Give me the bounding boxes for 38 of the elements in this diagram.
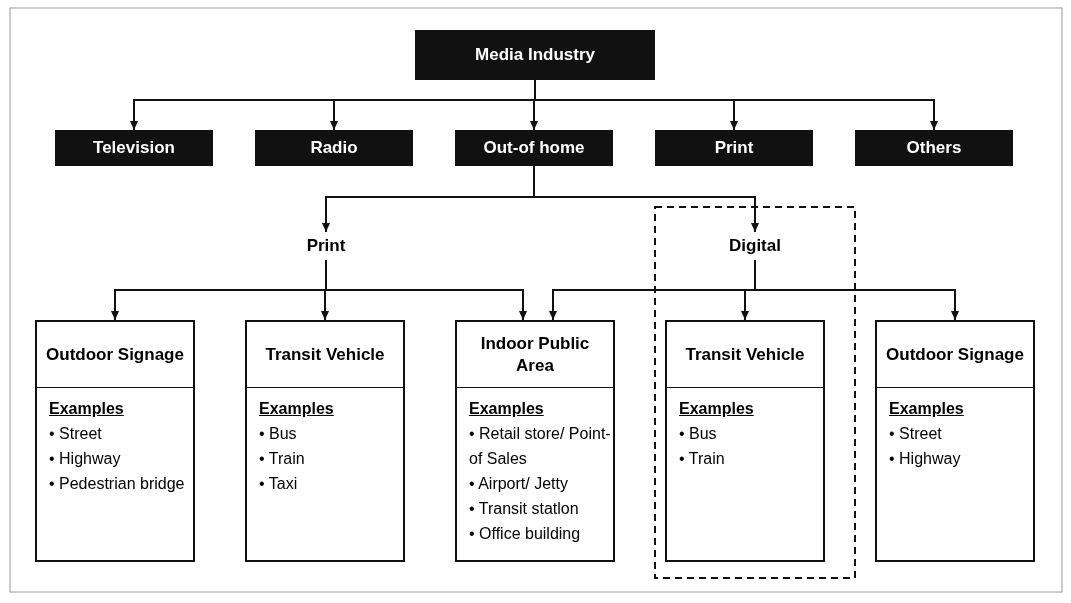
category-card <box>455 320 615 562</box>
examples-heading: Examples <box>679 399 754 419</box>
example-item: • Street <box>889 424 942 444</box>
category-box: Radio <box>255 130 413 166</box>
category-card <box>245 320 405 562</box>
category-box: Television <box>55 130 213 166</box>
category-card <box>35 320 195 562</box>
example-item: • Highway <box>49 449 121 469</box>
examples-heading: Examples <box>49 399 124 419</box>
examples-heading: Examples <box>889 399 964 419</box>
connector-arrow <box>325 259 527 321</box>
category-card <box>665 320 825 562</box>
card-heading: Outdoor Signage <box>877 322 1033 388</box>
example-item: • Taxi <box>259 474 298 494</box>
example-item: • Bus <box>259 424 297 444</box>
example-item: • Office building <box>469 524 581 544</box>
connector-arrow <box>533 165 759 233</box>
category-card <box>875 320 1035 562</box>
example-item: • Train <box>259 449 305 469</box>
example-item: • Highway <box>889 449 961 469</box>
example-item: • Airport/ Jetty <box>469 474 568 494</box>
example-item: • Bus <box>679 424 717 444</box>
connector-arrow <box>754 259 959 321</box>
example-item: • Transit statlon <box>469 499 579 519</box>
card-heading: Outdoor Signage <box>37 322 193 388</box>
example-item: • Pedestrian bridge <box>49 474 185 494</box>
category-box: Others <box>855 130 1013 166</box>
card-heading: Transit Vehicle <box>247 322 403 388</box>
example-item: • Retail store/ Point-of Sales <box>469 424 612 469</box>
category-box: Out-of home <box>455 130 613 166</box>
category-box: Media Industry <box>415 30 655 80</box>
category-box: Print <box>655 130 813 166</box>
examples-heading: Examples <box>469 399 544 419</box>
example-item: • Street <box>49 424 102 444</box>
card-heading: Transit Vehicle <box>667 322 823 388</box>
examples-heading: Examples <box>259 399 334 419</box>
card-heading: Indoor Public Area <box>457 322 613 388</box>
example-item: • Train <box>679 449 725 469</box>
